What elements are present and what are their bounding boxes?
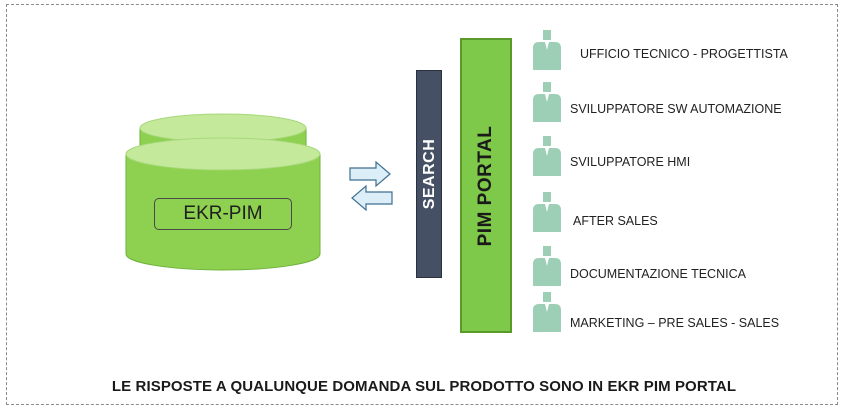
diagram-frame <box>6 4 838 405</box>
pim-portal-label: PIM PORTAL <box>475 125 496 247</box>
user-role-label: SVILUPPATORE HMI <box>570 155 691 169</box>
user-role-label: MARKETING – PRE SALES - SALES <box>570 316 780 330</box>
user-icon <box>530 136 564 176</box>
user-icon <box>530 30 564 70</box>
user-role-label: AFTER SALES <box>573 214 658 228</box>
user-role-label: DOCUMENTAZIONE TECNICA <box>570 267 746 281</box>
user-role-label: UFFICIO TECNICO - PROGETTISTA <box>580 47 788 61</box>
arrow-right-icon <box>349 160 391 188</box>
arrow-left-icon <box>351 184 393 212</box>
user-icon <box>530 82 564 122</box>
footer-caption: LE RISPOSTE A QUALUNQUE DOMANDA SUL PROD… <box>111 378 737 395</box>
database-label: EKR-PIM <box>154 198 292 230</box>
database-cylinders <box>125 113 321 271</box>
user-icon <box>530 292 564 332</box>
user-role-label: SVILUPPATORE SW AUTOMAZIONE <box>570 102 782 116</box>
database-cylinder-front <box>125 153 321 271</box>
pim-portal-bar <box>460 38 512 333</box>
search-label: SEARCH <box>421 138 438 210</box>
user-icon <box>530 192 564 232</box>
user-icon <box>530 246 564 286</box>
database-cylinder-front-top <box>125 137 321 171</box>
exchange-arrows <box>349 160 393 212</box>
search-bar <box>416 70 442 278</box>
